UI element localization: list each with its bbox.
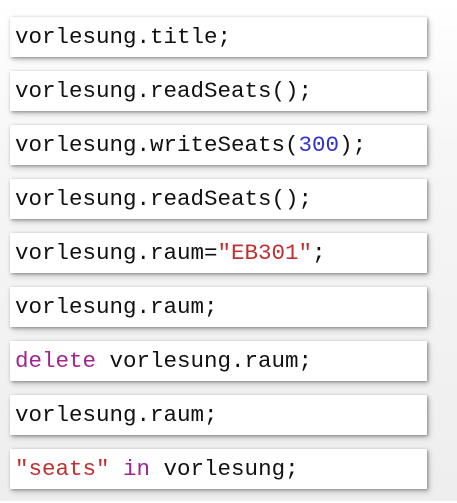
number-literal: 300 (298, 132, 340, 158)
code-line-5: vorlesung.raum="EB301"; (10, 233, 427, 273)
code-token: vorlesung.raum; (96, 348, 313, 374)
code-line-3: vorlesung.writeSeats(300); (10, 125, 427, 165)
code-token: vorlesung.writeSeats( (15, 132, 299, 158)
code-line-2: vorlesung.readSeats(); (10, 71, 427, 111)
code-text: vorlesung.readSeats(); (15, 186, 313, 212)
code-text: delete vorlesung.raum; (15, 348, 312, 374)
code-text: vorlesung.title; (15, 24, 232, 50)
code-line-7: delete vorlesung.raum; (10, 341, 427, 381)
code-line-4: vorlesung.readSeats(); (10, 179, 427, 219)
code-text: vorlesung.raum="EB301"; (15, 240, 326, 266)
code-token: ; (312, 240, 326, 266)
string-literal: "EB301" (217, 240, 313, 266)
code-list: vorlesung.title; vorlesung.readSeats(); … (10, 17, 427, 503)
code-text: vorlesung.raum; (15, 402, 218, 428)
keyword-token: delete (15, 348, 97, 374)
code-text: vorlesung.readSeats(); (15, 78, 313, 104)
string-literal: "seats" (15, 456, 110, 482)
code-text: "seats" in vorlesung; (15, 456, 299, 482)
code-token: vorlesung.raum= (15, 240, 218, 266)
keyword-token: in (123, 456, 151, 482)
code-token: vorlesung; (150, 456, 299, 482)
code-line-6: vorlesung.raum; (10, 287, 427, 327)
code-line-1: vorlesung.title; (10, 17, 427, 57)
code-token (110, 456, 124, 482)
code-line-9: "seats" in vorlesung; (10, 449, 427, 489)
code-line-8: vorlesung.raum; (10, 395, 427, 435)
code-text: vorlesung.raum; (15, 294, 218, 320)
code-token: ); (339, 132, 367, 158)
code-text: vorlesung.writeSeats(300); (15, 132, 366, 158)
